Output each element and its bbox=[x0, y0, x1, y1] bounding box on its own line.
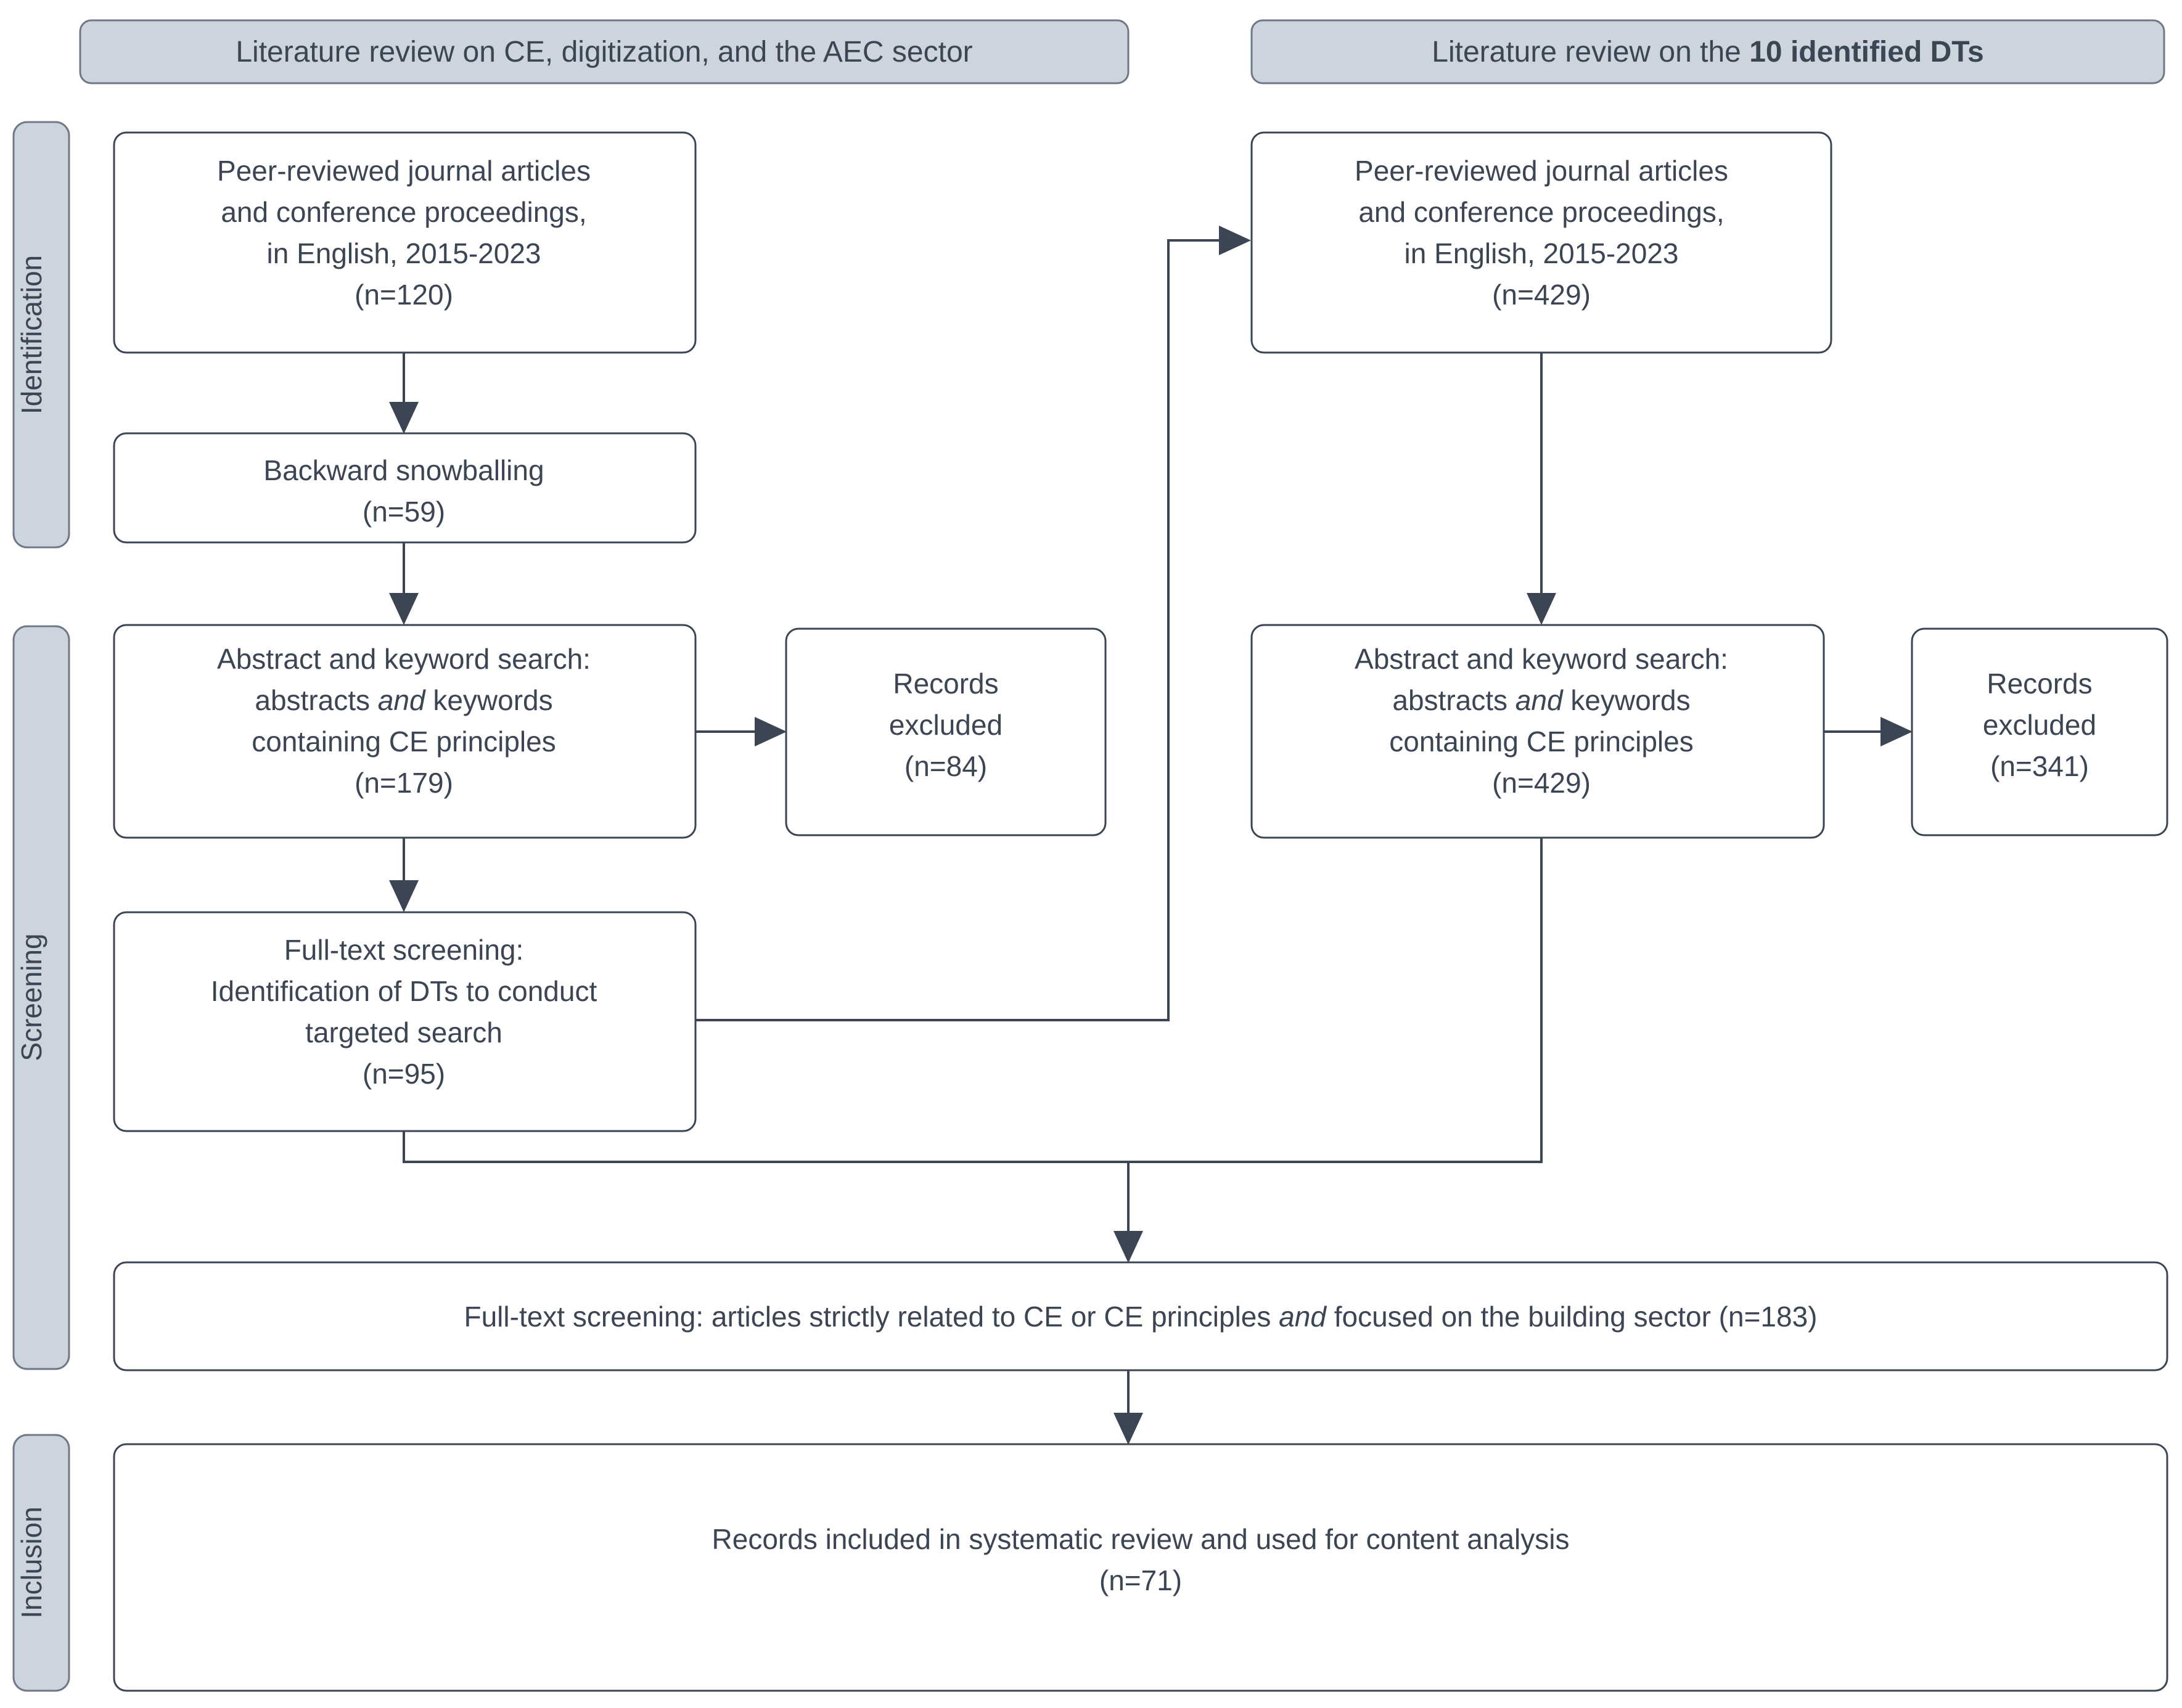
node-right-abstract-line-1-seg-0: abstracts bbox=[1392, 684, 1515, 716]
node-merged-full-text-seg-0: Full-text screening: articles strictly r… bbox=[464, 1301, 1279, 1333]
node-right-abstract-line-2: containing CE principles bbox=[1389, 725, 1694, 758]
node-right-peer-reviewed-line-2: in English, 2015-2023 bbox=[1405, 237, 1679, 269]
node-records-included[interactable]: Records included in systematic review an… bbox=[113, 1443, 2168, 1692]
node-right-abstract-rect[interactable] bbox=[1250, 624, 1825, 839]
node-right-abstract-keyword-search[interactable]: Abstract and keyword search: abstracts a… bbox=[1250, 624, 1825, 839]
node-left-full-text-screening[interactable]: Full-text screening: Identification of D… bbox=[113, 911, 697, 1132]
node-right-records-excluded-line-1: excluded bbox=[1983, 709, 2096, 741]
connector-merge-right-leg bbox=[1128, 837, 1543, 1163]
stage-band-screening: Screening bbox=[12, 625, 70, 1370]
node-left-abstract-line-1: abstracts and keywords bbox=[255, 684, 552, 716]
node-right-abstract-line-0: Abstract and keyword search: bbox=[1355, 643, 1728, 675]
node-right-records-excluded[interactable]: Records excluded (n=341) bbox=[1911, 627, 2168, 836]
node-records-included-line-0: Records included in systematic review an… bbox=[712, 1523, 1570, 1555]
node-left-peer-reviewed-rect[interactable] bbox=[113, 131, 697, 354]
node-left-full-text-line-0: Full-text screening: bbox=[284, 934, 524, 966]
node-left-peer-reviewed[interactable]: Peer-reviewed journal articles and confe… bbox=[113, 131, 697, 354]
node-merged-full-text-label: Full-text screening: articles strictly r… bbox=[464, 1301, 1818, 1333]
header-left: Literature review on CE, digitization, a… bbox=[79, 19, 1130, 84]
node-left-abstract-count: (n=179) bbox=[355, 767, 453, 799]
stage-band-identification: Identification bbox=[12, 121, 70, 549]
header-right-label-part-1: 10 identified DTs bbox=[1749, 36, 1984, 68]
connector-merge-left-leg bbox=[403, 1131, 1128, 1163]
node-left-full-text-count: (n=95) bbox=[363, 1058, 445, 1090]
node-right-peer-reviewed-line-1: and conference proceedings, bbox=[1358, 196, 1724, 228]
node-left-abstract-line-2: containing CE principles bbox=[252, 725, 556, 758]
node-backward-snowballing-line-0: Backward snowballing bbox=[263, 454, 544, 486]
node-left-abstract-keyword-search[interactable]: Abstract and keyword search: abstracts a… bbox=[113, 624, 697, 839]
header-right-rect bbox=[1250, 19, 2165, 84]
node-left-abstract-line-1-seg-0: abstracts bbox=[255, 684, 377, 716]
stage-label-screening: Screening bbox=[15, 933, 47, 1061]
node-left-peer-reviewed-line-1: and conference proceedings, bbox=[221, 196, 586, 228]
node-left-peer-reviewed-count: (n=120) bbox=[355, 279, 453, 311]
node-right-abstract-count: (n=429) bbox=[1492, 767, 1591, 799]
node-right-abstract-line-1-seg-2: keywords bbox=[1563, 684, 1691, 716]
node-right-records-excluded-rect[interactable] bbox=[1911, 627, 2168, 836]
stage-band-inclusion-rect bbox=[12, 1434, 70, 1692]
stage-band-inclusion: Inclusion bbox=[12, 1434, 70, 1692]
node-left-full-text-rect[interactable] bbox=[113, 911, 697, 1132]
node-left-abstract-line-1-seg-1: and bbox=[378, 684, 426, 716]
header-right-label: Literature review on the 10 identified D… bbox=[1432, 36, 1983, 68]
node-left-abstract-line-1-seg-2: keywords bbox=[425, 684, 553, 716]
node-left-abstract-line-0: Abstract and keyword search: bbox=[217, 643, 591, 675]
node-left-full-text-line-2: targeted search bbox=[305, 1016, 502, 1048]
node-right-records-excluded-count: (n=341) bbox=[1990, 750, 2089, 782]
stage-label-identification: Identification bbox=[15, 255, 47, 414]
node-left-records-excluded-line-1: excluded bbox=[889, 709, 1003, 741]
node-left-peer-reviewed-line-2: in English, 2015-2023 bbox=[267, 237, 541, 269]
node-backward-snowballing-rect[interactable] bbox=[113, 432, 697, 544]
node-backward-snowballing[interactable]: Backward snowballing (n=59) bbox=[113, 432, 697, 544]
header-right: Literature review on the 10 identified D… bbox=[1250, 19, 2165, 84]
node-merged-full-text-seg-2: focused on the building sector (n=183) bbox=[1326, 1301, 1818, 1333]
node-left-records-excluded-count: (n=84) bbox=[904, 750, 987, 782]
stage-label-inclusion: Inclusion bbox=[15, 1506, 47, 1619]
header-left-label-part-0: Literature review on CE, digitization, a… bbox=[236, 36, 972, 68]
node-left-records-excluded-line-0: Records bbox=[893, 668, 998, 700]
node-records-included-rect[interactable] bbox=[113, 1443, 2168, 1692]
node-left-records-excluded[interactable]: Records excluded (n=84) bbox=[785, 627, 1107, 836]
node-left-full-text-line-1: Identification of DTs to conduct bbox=[211, 975, 597, 1007]
connector-left-fulltext-to-right-ident bbox=[695, 226, 1251, 1021]
node-right-abstract-line-1: abstracts and keywords bbox=[1392, 684, 1690, 716]
node-right-abstract-line-1-seg-1: and bbox=[1516, 684, 1564, 716]
node-right-peer-reviewed-count: (n=429) bbox=[1492, 279, 1591, 311]
stage-band-identification-rect bbox=[12, 121, 70, 549]
node-right-peer-reviewed[interactable]: Peer-reviewed journal articles and confe… bbox=[1250, 131, 1832, 354]
node-merged-full-text-screening[interactable]: Full-text screening: articles strictly r… bbox=[113, 1261, 2168, 1371]
node-right-records-excluded-line-0: Records bbox=[1987, 668, 2092, 700]
header-right-label-part-0: Literature review on the bbox=[1432, 36, 1749, 68]
node-left-records-excluded-rect[interactable] bbox=[785, 627, 1107, 836]
header-left-label: Literature review on CE, digitization, a… bbox=[236, 36, 972, 68]
node-left-abstract-rect[interactable] bbox=[113, 624, 697, 839]
node-merged-full-text-rect[interactable] bbox=[113, 1261, 2168, 1371]
header-left-rect bbox=[79, 19, 1130, 84]
node-right-peer-reviewed-line-0: Peer-reviewed journal articles bbox=[1355, 155, 1728, 187]
node-records-included-count: (n=71) bbox=[1099, 1564, 1182, 1596]
node-left-peer-reviewed-line-0: Peer-reviewed journal articles bbox=[217, 155, 591, 187]
stage-band-screening-rect bbox=[12, 625, 70, 1370]
node-backward-snowballing-count: (n=59) bbox=[363, 496, 445, 528]
node-right-peer-reviewed-rect[interactable] bbox=[1250, 131, 1832, 354]
node-merged-full-text-seg-1: and bbox=[1279, 1301, 1327, 1333]
